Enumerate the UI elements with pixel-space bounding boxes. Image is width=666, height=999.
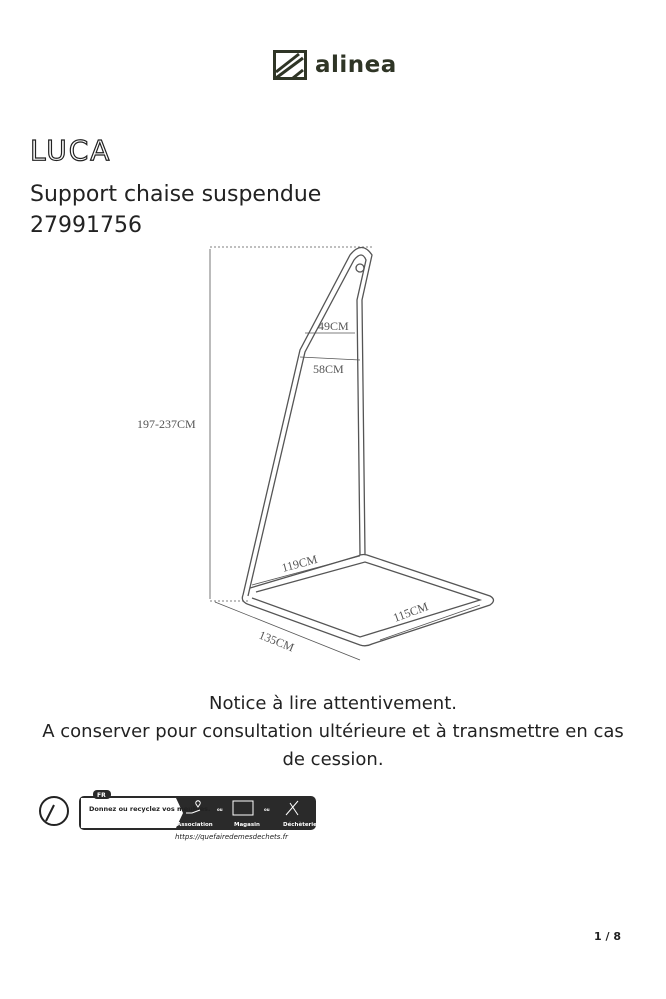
country-badge: FR — [97, 792, 106, 799]
dim-mid-width: 58CM — [313, 362, 344, 376]
dim-top-width: 49CM — [318, 319, 349, 333]
option-association: Association — [177, 822, 213, 828]
option-magasin: Magasin — [234, 822, 260, 828]
alinea-logo: alinea — [273, 50, 397, 80]
alinea-logo-icon — [273, 50, 307, 80]
product-name: Support chaise suspendue — [30, 182, 322, 207]
recycling-message: Donnez ou recyclez vos meubles. — [89, 805, 210, 813]
option-decheterie: Déchèterie — [283, 821, 317, 828]
product-reference: 27991756 — [30, 213, 142, 238]
recycling-url[interactable]: https://quefairedemesdechets.fr — [175, 833, 288, 841]
dump-icon — [285, 800, 299, 816]
dim-height: 197-237CM — [137, 417, 196, 431]
hand-heart-icon — [186, 800, 201, 814]
brand-name: LUCA — [29, 133, 112, 167]
notice-line-2: A conserver pour consultation ultérieure… — [42, 721, 624, 770]
store-icon — [232, 800, 254, 816]
dim-base-inner: 119CM — [280, 552, 319, 575]
svg-text:ou: ou — [264, 807, 270, 812]
product-diagram: 49CM 58CM 197-237CM 119CM 115CM 135CM — [137, 246, 495, 661]
notice: Notice à lire attentivement. A conserver… — [0, 690, 666, 774]
svg-text:ou: ou — [217, 807, 223, 812]
notice-line-1: Notice à lire attentivement. — [209, 693, 457, 714]
triman-icon — [39, 796, 69, 826]
recycling-banner: FR Donnez ou recyclez vos meubles. Assoc… — [36, 787, 318, 837]
page-number: 1 / 8 — [594, 930, 621, 943]
